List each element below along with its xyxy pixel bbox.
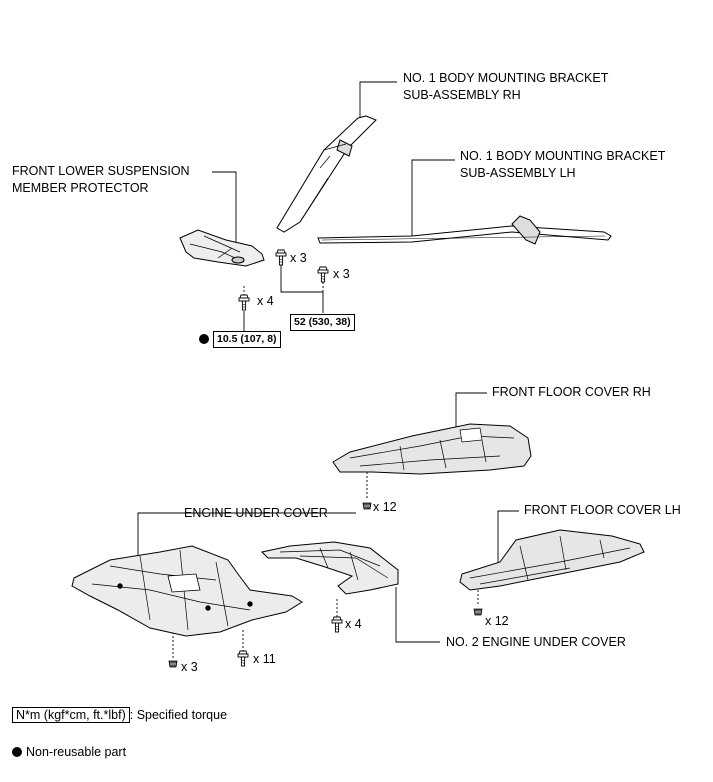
leader-engine-under [137,512,356,560]
bolt-no2-engine-icon [331,616,343,633]
label-no2-engine-under: NO. 2 ENGINE UNDER COVER [446,635,626,649]
non-reusable-dot-icon [199,334,209,344]
qty-engine-bolt: x 11 [253,652,276,666]
front-floor-cover-rh [332,423,532,475]
leader-bracket-torque [280,265,324,313]
bolt-bracket-lh-icon [317,266,329,283]
legend-torque: N*m (kgf*cm, ft.*lbf): Specified torque [12,707,227,723]
legend-non-reusable: Non-reusable part [12,744,126,760]
qty-bracket-rh-bolt: x 3 [290,251,307,265]
qty-protector-bolt: x 4 [257,294,274,308]
label-floor-rh: FRONT FLOOR COVER RH [492,385,651,399]
clip-engine-icon [168,660,178,668]
leader-floor-rh [455,392,487,432]
label-protector-line2: MEMBER PROTECTOR [12,181,149,195]
legend-torque-unit: N*m (kgf*cm, ft.*lbf) [12,707,130,723]
label-bracket-lh-line1: NO. 1 BODY MOUNTING BRACKET [460,149,666,163]
label-floor-lh: FRONT FLOOR COVER LH [524,503,681,517]
qty-floor-rh-clip: x 12 [373,500,397,514]
bolt-bracket-rh-icon [275,249,287,266]
front-floor-cover-lh [459,529,645,591]
label-bracket-rh-line2: SUB-ASSEMBLY RH [403,88,521,102]
torque-protector: 10.5 (107, 8) [213,331,281,348]
body-mounting-bracket-lh [317,215,612,245]
qty-floor-lh-clip: x 12 [485,614,509,628]
legend-dot-icon [12,747,22,757]
body-mounting-bracket-rh [276,115,377,233]
label-protector-line1: FRONT LOWER SUSPENSION [12,164,190,178]
qty-no2-engine-bolt: x 4 [345,617,362,631]
front-lower-suspension-member-protector [179,229,265,267]
leader-no2-engine-under [395,587,440,643]
bolt-protector-icon [238,294,250,311]
qty-bracket-lh-bolt: x 3 [333,267,350,281]
leader-bracket-lh [411,159,455,236]
qty-engine-clip: x 3 [181,660,198,674]
label-bracket-rh: NO. 1 BODY MOUNTING BRACKET SUB-ASSEMBLY… [403,70,608,104]
label-bracket-lh: NO. 1 BODY MOUNTING BRACKET SUB-ASSEMBLY… [460,148,665,182]
leader-floor-lh [497,510,519,566]
clip-floor-lh-icon [473,608,483,616]
legend-non-reusable-text: Non-reusable part [26,745,127,759]
label-bracket-rh-line1: NO. 1 BODY MOUNTING BRACKET [403,71,609,85]
no2-engine-under-cover [260,541,399,595]
leader-lines [137,81,519,660]
label-engine-under: ENGINE UNDER COVER [184,506,328,520]
label-protector: FRONT LOWER SUSPENSION MEMBER PROTECTOR [12,163,190,197]
legend-torque-desc: : Specified torque [129,708,228,722]
clip-floor-rh-icon [362,502,372,510]
engine-under-cover [71,545,303,637]
leader-protector [212,171,237,246]
torque-bracket: 52 (530, 38) [290,314,355,331]
bolt-engine-icon [237,650,249,667]
leader-bracket-rh [359,81,397,118]
label-bracket-lh-line2: SUB-ASSEMBLY LH [460,166,576,180]
